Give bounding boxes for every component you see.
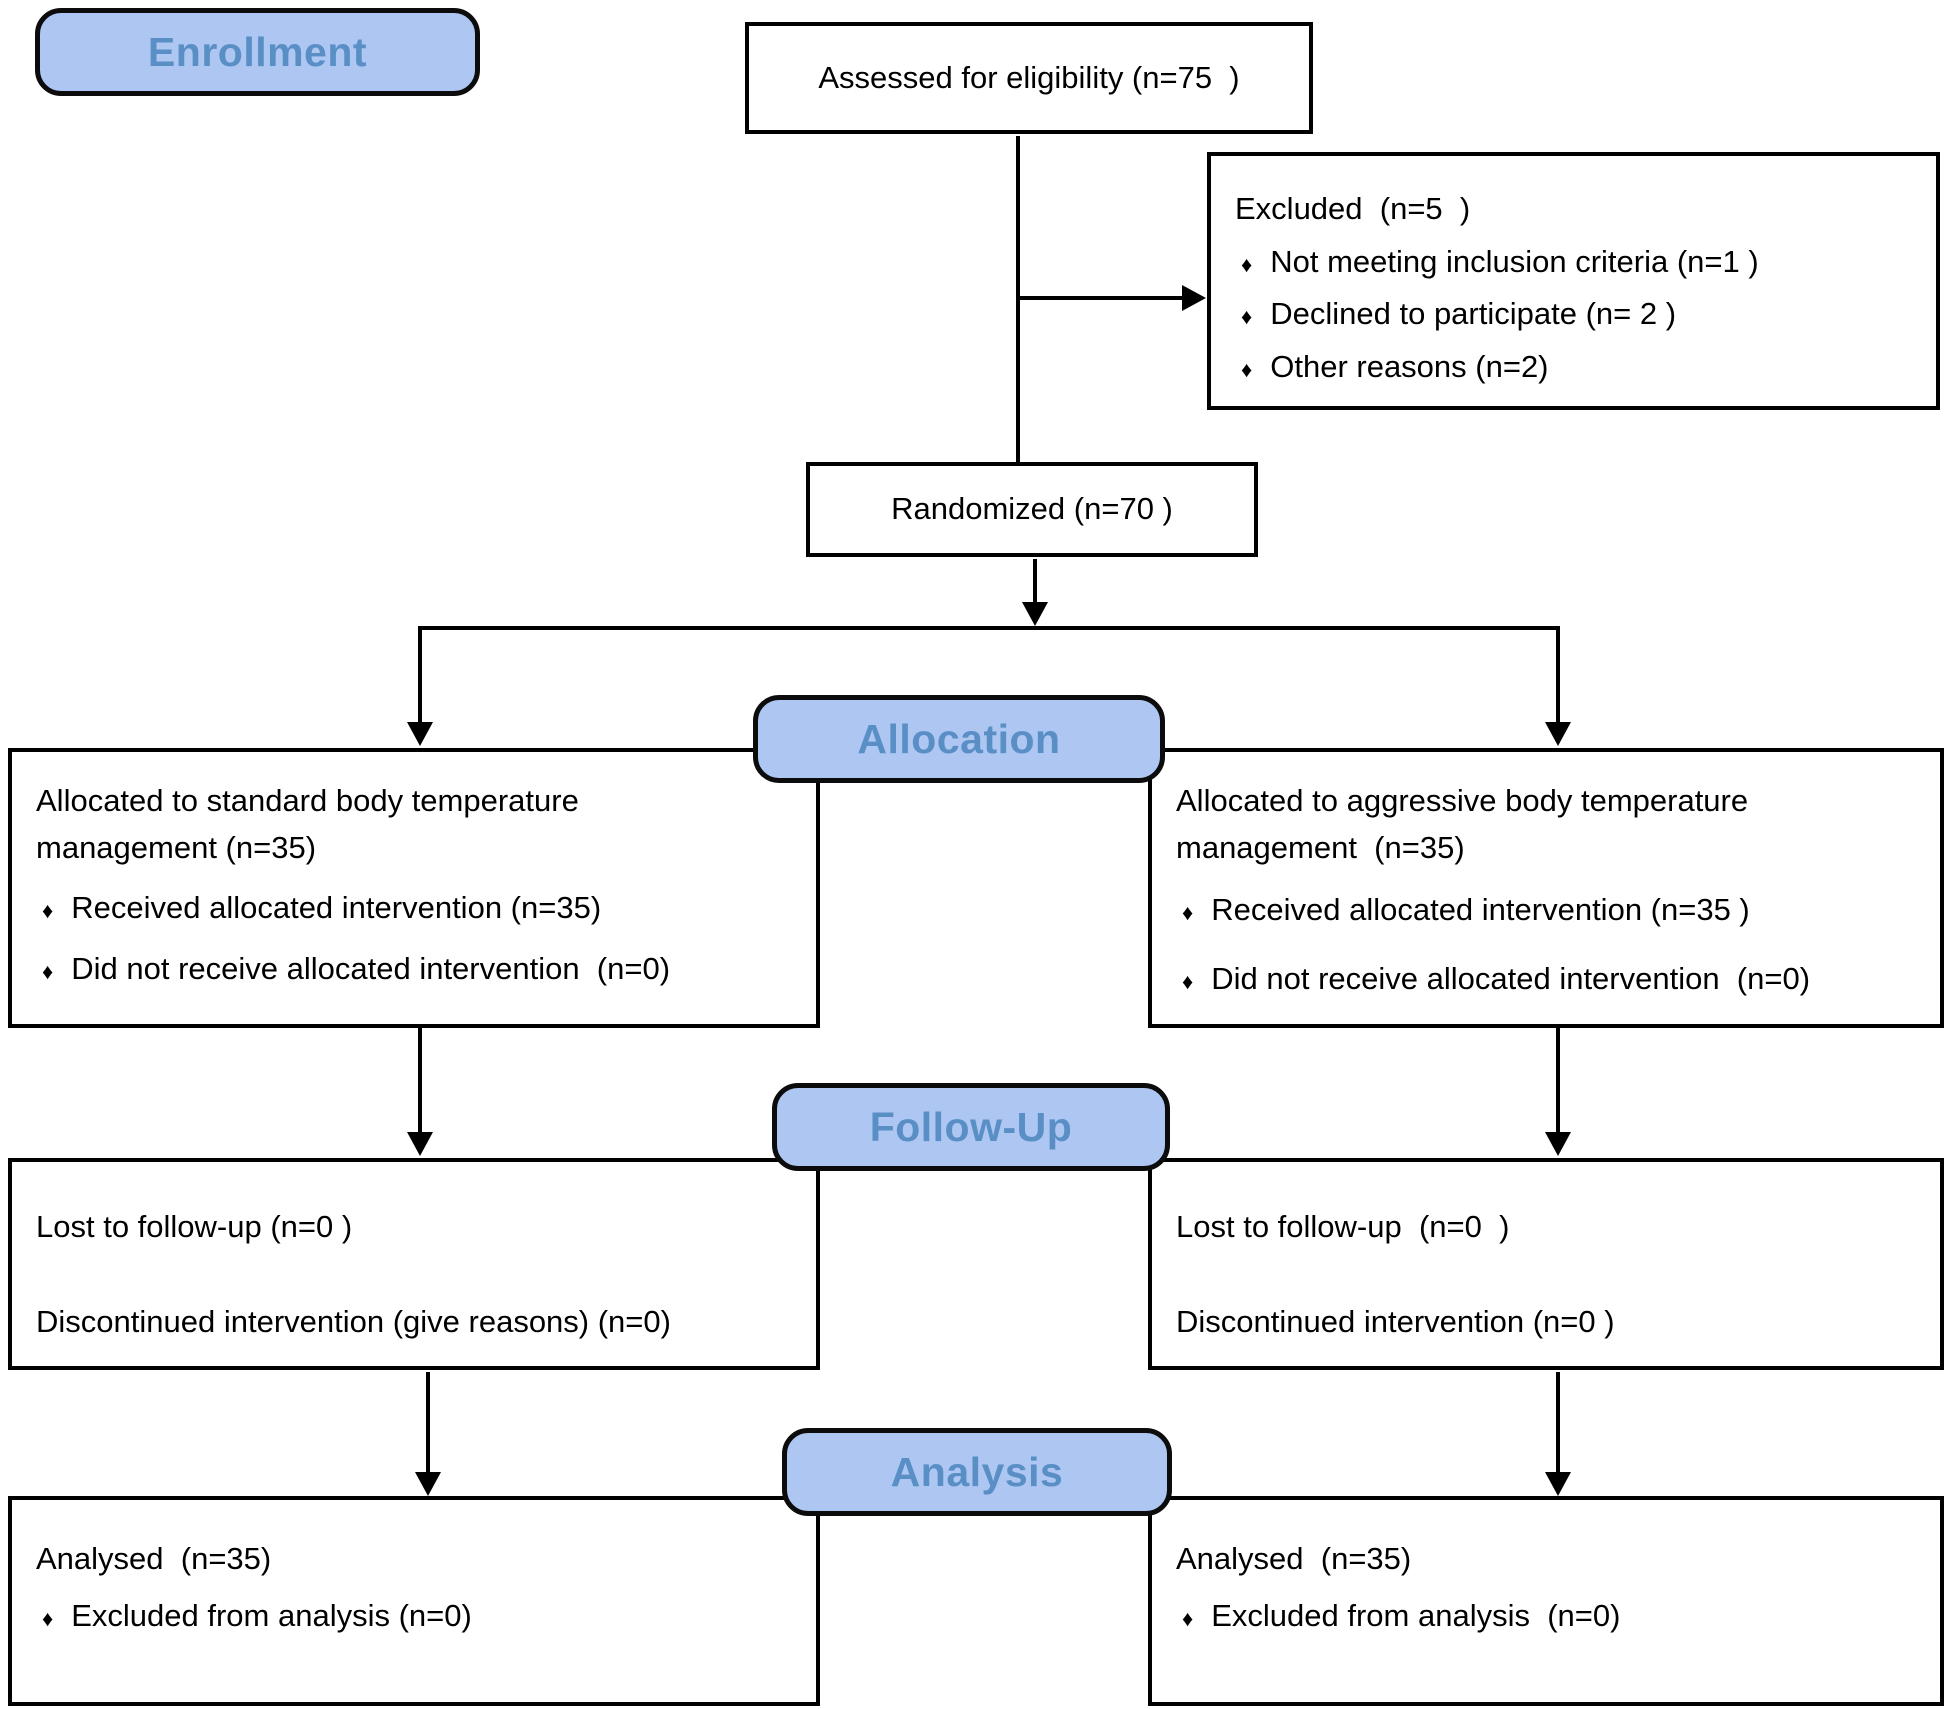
excluded-title: Excluded (n=5 ) [1235, 191, 1471, 226]
followup-left-line: Lost to follow-up (n=0 ) [36, 1209, 353, 1244]
connector-randomized-to-branch [1033, 559, 1037, 607]
arrow-down-icon [407, 722, 433, 746]
list-item: ♦ Received allocated intervention (n=35 … [1176, 887, 1916, 934]
diamond-bullet-icon: ♦ [1241, 251, 1253, 277]
analysis-right-title: Analysed (n=35) [1176, 1541, 1412, 1576]
list-item: ♦ Received allocated intervention (n=35) [36, 885, 792, 932]
excluded-bullet-text: Declined to participate (n= 2 ) [1270, 296, 1677, 331]
assessed-eligibility-box: Assessed for eligibility (n=75 ) [745, 22, 1313, 134]
arrow-down-icon [1545, 1132, 1571, 1156]
excluded-bullet-text: Not meeting inclusion criteria (n=1 ) [1270, 243, 1759, 279]
connector-followup-to-analysis-left [426, 1372, 430, 1476]
branch-line-allocation [420, 626, 1558, 630]
allocation-right-bullet: Received allocated intervention (n=35 ) [1211, 892, 1750, 927]
allocation-left-box: Allocated to standard body temperature m… [8, 748, 820, 1028]
followup-right-line: Lost to follow-up (n=0 ) [1176, 1209, 1510, 1244]
stage-badge-label: Enrollment [147, 28, 368, 75]
randomized-box: Randomized (n=70 ) [806, 462, 1258, 557]
allocation-right-box: Allocated to aggressive body temperature… [1148, 748, 1944, 1028]
allocation-left-bullet: Did not receive allocated intervention (… [71, 950, 671, 986]
allocation-right-title: Allocated to aggressive body temperature… [1176, 783, 1757, 865]
followup-left-box: Lost to follow-up (n=0 ) Discontinued in… [8, 1158, 820, 1370]
list-item: ♦ Other reasons (n=2) [1235, 344, 1912, 391]
list-item: ♦ Not meeting inclusion criteria (n=1 ) [1235, 239, 1912, 286]
allocation-left-title: Allocated to standard body temperature m… [36, 783, 588, 865]
assessed-eligibility-text: Assessed for eligibility (n=75 ) [818, 59, 1240, 95]
followup-right-box: Lost to follow-up (n=0 ) Discontinued in… [1148, 1158, 1944, 1370]
stage-badge-allocation: Allocation [753, 695, 1165, 783]
allocation-left-bullet: Received allocated intervention (n=35) [71, 890, 602, 925]
diamond-bullet-icon: ♦ [42, 898, 54, 923]
connector-branch-to-alloc-right [1556, 626, 1560, 726]
stage-badge-label: Allocation [857, 715, 1061, 762]
allocation-right-bullet: Did not receive allocated intervention (… [1211, 960, 1811, 996]
list-item: ♦ Did not receive allocated intervention… [36, 946, 792, 993]
followup-right-line: Discontinued intervention (n=0 ) [1176, 1303, 1615, 1339]
stage-badge-enrollment: Enrollment [35, 8, 480, 96]
arrow-right-icon [1182, 285, 1206, 311]
list-item: ♦ Excluded from analysis (n=0) [36, 1593, 792, 1640]
connector-assessed-to-randomized [1016, 136, 1020, 464]
connector-alloc-to-followup-right [1556, 1028, 1560, 1136]
list-item: ♦ Did not receive allocated intervention… [1176, 956, 1916, 1003]
analysis-right-bullet: Excluded from analysis (n=0) [1211, 1597, 1621, 1633]
analysis-left-box: Analysed (n=35) ♦ Excluded from analysis… [8, 1496, 820, 1706]
list-item: ♦ Declined to participate (n= 2 ) [1235, 291, 1912, 338]
analysis-left-bullet: Excluded from analysis (n=0) [71, 1597, 472, 1633]
diamond-bullet-icon: ♦ [42, 1605, 54, 1631]
arrow-down-icon [415, 1472, 441, 1496]
analysis-right-box: Analysed (n=35) ♦ Excluded from analysis… [1148, 1496, 1944, 1706]
stage-badge-label: Analysis [890, 1448, 1064, 1495]
list-item: ♦ Excluded from analysis (n=0) [1176, 1593, 1916, 1640]
excluded-box: Excluded (n=5 ) ♦ Not meeting inclusion … [1207, 152, 1940, 410]
diamond-bullet-icon: ♦ [42, 958, 54, 984]
diamond-bullet-icon: ♦ [1182, 900, 1194, 925]
arrow-down-icon [407, 1132, 433, 1156]
analysis-left-title: Analysed (n=35) [36, 1541, 272, 1576]
arrow-down-icon [1545, 722, 1571, 746]
connector-alloc-to-followup-left [418, 1028, 422, 1136]
diamond-bullet-icon: ♦ [1182, 1605, 1194, 1631]
excluded-bullet-text: Other reasons (n=2) [1270, 348, 1549, 384]
stage-badge-analysis: Analysis [782, 1428, 1172, 1516]
diamond-bullet-icon: ♦ [1182, 968, 1194, 994]
arrow-down-icon [1545, 1472, 1571, 1496]
connector-branch-to-alloc-left [418, 626, 422, 726]
randomized-text: Randomized (n=70 ) [891, 491, 1173, 527]
diamond-bullet-icon: ♦ [1241, 356, 1253, 382]
stage-badge-label: Follow-Up [869, 1103, 1073, 1150]
arrow-down-icon [1022, 602, 1048, 626]
connector-to-excluded [1018, 296, 1184, 300]
stage-badge-followup: Follow-Up [772, 1083, 1170, 1171]
connector-followup-to-analysis-right [1556, 1372, 1560, 1476]
diamond-bullet-icon: ♦ [1241, 304, 1253, 329]
followup-left-line: Discontinued intervention (give reasons)… [36, 1303, 671, 1339]
